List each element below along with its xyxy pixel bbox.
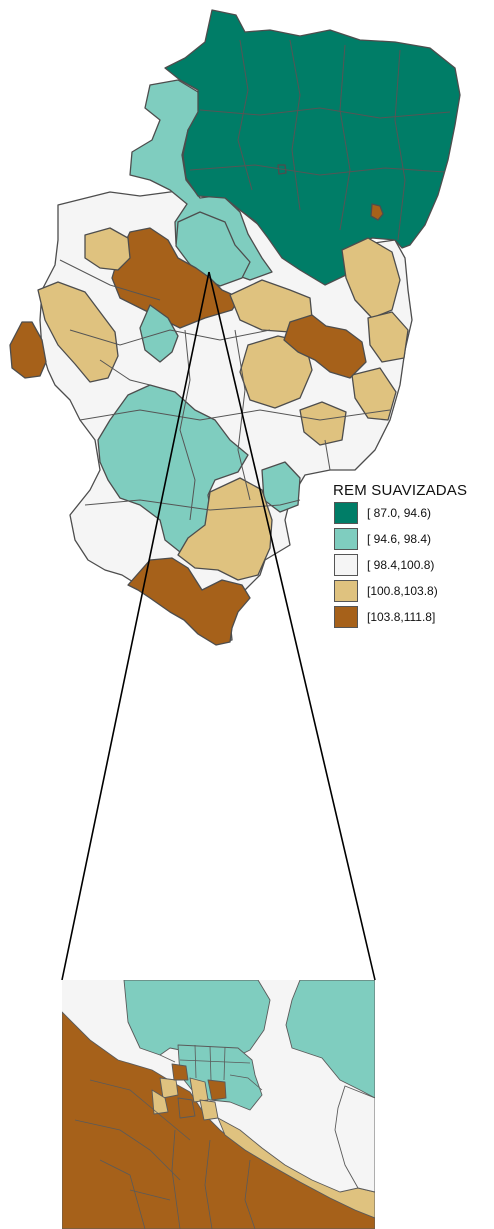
map-region xyxy=(177,477,273,581)
legend-label: [ 98.4,100.8) xyxy=(367,557,435,572)
legend-item: [ 87.0, 94.6) xyxy=(333,500,467,525)
map-region xyxy=(341,237,401,319)
map-region xyxy=(189,1077,209,1103)
map-region xyxy=(151,1089,169,1115)
legend-label: [ 87.0, 94.6) xyxy=(367,505,432,520)
legend-item: [100.8,103.8) xyxy=(333,578,467,603)
legend: REM SUAVIZADAS [ 87.0, 94.6) [ 94.6, 98.… xyxy=(333,482,467,629)
map-region xyxy=(127,557,251,646)
legend-swatch xyxy=(334,579,358,602)
internal-boundaries xyxy=(59,39,451,521)
map-region xyxy=(334,1085,375,1193)
map-region xyxy=(370,203,384,221)
legend-swatch xyxy=(334,527,358,550)
map-region xyxy=(171,1063,189,1081)
main-map xyxy=(9,9,461,646)
legend-swatch xyxy=(334,553,358,576)
legend-item: [103.8,111.8] xyxy=(333,604,467,629)
map-region xyxy=(285,980,375,1099)
legend-item: [ 94.6, 98.4) xyxy=(333,526,467,551)
map-region xyxy=(283,314,367,379)
zoom-connector xyxy=(61,271,376,981)
map-region xyxy=(199,1099,219,1121)
legend-label: [ 94.6, 98.4) xyxy=(367,531,432,546)
map-region xyxy=(84,227,131,271)
map-region xyxy=(207,1079,227,1101)
map-region xyxy=(177,1097,196,1119)
map-region xyxy=(217,1117,375,1219)
map-region xyxy=(299,401,347,446)
legend-label: [103.8,111.8] xyxy=(367,609,436,624)
map-region xyxy=(351,367,397,421)
map-region xyxy=(9,321,47,379)
legend-items: [ 87.0, 94.6) [ 94.6, 98.4) [ 98.4,100.8… xyxy=(333,500,467,629)
map-region xyxy=(367,311,409,363)
map-region xyxy=(111,227,241,329)
legend-title: REM SUAVIZADAS xyxy=(333,482,468,499)
legend-item: [ 98.4,100.8) xyxy=(333,552,467,577)
legend-swatch xyxy=(334,501,358,524)
map-region xyxy=(159,1077,179,1099)
legend-label: [100.8,103.8) xyxy=(367,583,438,598)
zoom-inset xyxy=(62,980,375,1229)
legend-swatch xyxy=(334,605,358,628)
